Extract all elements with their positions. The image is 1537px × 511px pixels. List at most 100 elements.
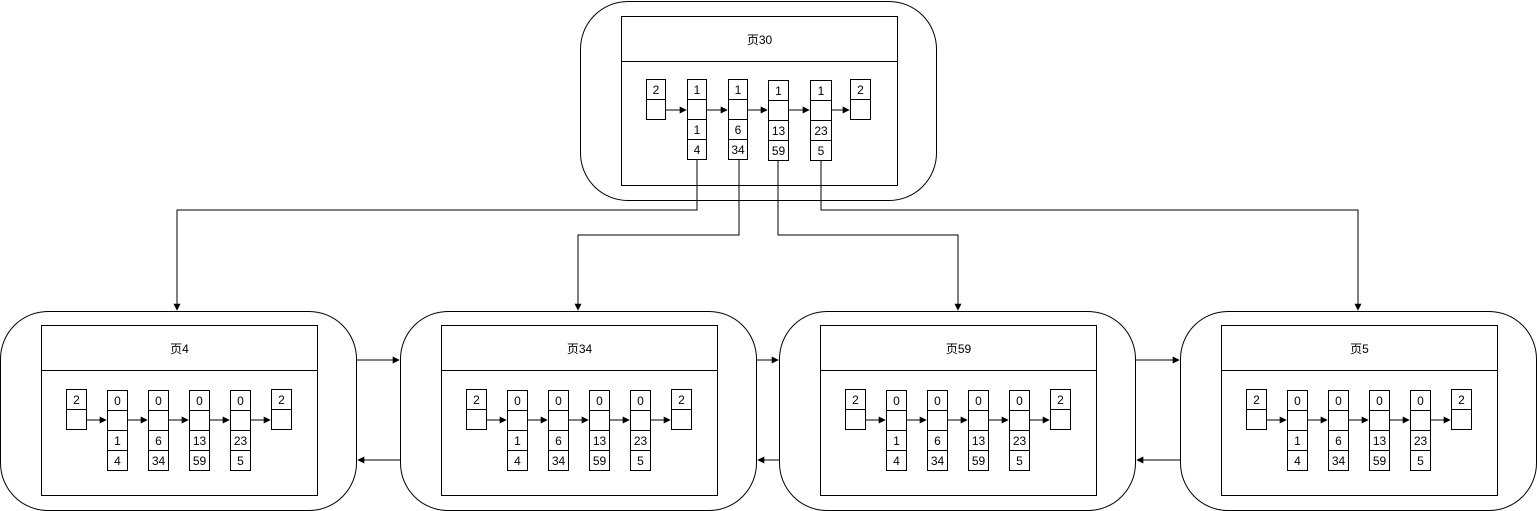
record-header: 0 xyxy=(886,390,907,411)
record-header: 0 xyxy=(1369,390,1390,411)
record-header: 2 xyxy=(845,389,866,410)
record-next-pointer xyxy=(1369,410,1390,431)
record-field-a: 6 xyxy=(1328,430,1349,451)
record-next-pointer xyxy=(148,410,169,431)
record-next-pointer xyxy=(548,410,569,431)
leaf-page: 页59 xyxy=(779,311,1136,511)
record-header: 1 xyxy=(687,79,707,100)
record-header: 2 xyxy=(271,389,292,410)
record-header: 0 xyxy=(1328,390,1349,411)
record-field-b: 59 xyxy=(589,450,610,471)
record-next-pointer xyxy=(1246,409,1267,430)
leaf-page-inner: 页5 xyxy=(1221,325,1498,496)
record-next-pointer xyxy=(1050,409,1071,430)
record-header: 0 xyxy=(630,390,651,411)
record-field-b: 34 xyxy=(548,450,569,471)
record-next-pointer xyxy=(1287,410,1308,431)
record-next-pointer xyxy=(845,409,866,430)
record-field-b: 59 xyxy=(968,450,989,471)
record-header: 1 xyxy=(728,79,748,100)
record-field-b: 4 xyxy=(107,450,128,471)
record-field-a: 1 xyxy=(1287,430,1308,451)
record-field-a: 6 xyxy=(927,430,948,451)
record-min-id: 13 xyxy=(768,120,789,141)
record-next-pointer xyxy=(271,409,292,430)
record-field-a: 6 xyxy=(148,430,169,451)
record-next-pointer xyxy=(1410,410,1431,431)
record-header: 2 xyxy=(1246,389,1267,410)
record-next-pointer xyxy=(630,410,651,431)
leaf-page: 页4 xyxy=(0,311,357,511)
record-min-id: 1 xyxy=(687,119,707,140)
record-page-no: 5 xyxy=(810,140,832,161)
record-header: 0 xyxy=(927,390,948,411)
record-field-a: 1 xyxy=(107,430,128,451)
record-next-pointer xyxy=(968,410,989,431)
leaf-page: 页34 xyxy=(400,311,757,511)
record-next-pointer xyxy=(810,100,832,121)
record-page-no: 34 xyxy=(728,139,748,160)
record-header: 0 xyxy=(107,390,128,411)
record-field-a: 6 xyxy=(548,430,569,451)
record-field-b: 4 xyxy=(1287,450,1308,471)
record-page-no: 4 xyxy=(687,139,707,160)
record-field-a: 13 xyxy=(189,430,210,451)
record-next-pointer xyxy=(850,99,871,120)
record-next-pointer xyxy=(189,410,210,431)
record-next-pointer xyxy=(886,410,907,431)
record-field-a: 13 xyxy=(968,430,989,451)
leaf-page-title: 页59 xyxy=(821,326,1096,371)
record-header: 2 xyxy=(671,389,692,410)
record-min-id: 23 xyxy=(810,120,832,141)
record-field-a: 13 xyxy=(589,430,610,451)
record-field-b: 5 xyxy=(1410,450,1431,471)
record-header: 1 xyxy=(810,80,832,101)
record-field-b: 59 xyxy=(189,450,210,471)
record-field-b: 34 xyxy=(927,450,948,471)
record-field-a: 23 xyxy=(1009,430,1030,451)
record-header: 0 xyxy=(1009,390,1030,411)
record-header: 2 xyxy=(466,389,487,410)
leaf-page-title: 页5 xyxy=(1222,326,1497,371)
record-field-a: 1 xyxy=(507,430,528,451)
record-header: 0 xyxy=(589,390,610,411)
record-header: 0 xyxy=(1410,390,1431,411)
record-header: 1 xyxy=(768,80,789,101)
record-header: 0 xyxy=(1287,390,1308,411)
record-page-no: 59 xyxy=(768,140,789,161)
record-field-b: 5 xyxy=(230,450,251,471)
record-field-b: 5 xyxy=(1009,450,1030,471)
record-next-pointer xyxy=(507,410,528,431)
record-next-pointer xyxy=(646,99,666,120)
record-next-pointer xyxy=(1451,409,1472,430)
record-next-pointer xyxy=(107,410,128,431)
record-header: 0 xyxy=(230,390,251,411)
record-header: 2 xyxy=(66,389,87,410)
record-field-b: 5 xyxy=(630,450,651,471)
record-header: 0 xyxy=(968,390,989,411)
record-header: 0 xyxy=(548,390,569,411)
record-header: 0 xyxy=(148,390,169,411)
leaf-page: 页5 xyxy=(1180,311,1537,511)
record-next-pointer xyxy=(728,99,748,120)
record-next-pointer xyxy=(671,409,692,430)
root-page-title: 页30 xyxy=(622,17,897,62)
record-field-a: 23 xyxy=(1410,430,1431,451)
record-header: 0 xyxy=(507,390,528,411)
record-min-id: 6 xyxy=(728,119,748,140)
leaf-page-title: 页34 xyxy=(442,326,717,371)
record-next-pointer xyxy=(687,99,707,120)
record-next-pointer xyxy=(230,410,251,431)
record-header: 2 xyxy=(646,79,666,100)
root-page: 页30 xyxy=(580,1,937,201)
record-header: 2 xyxy=(1050,389,1071,410)
record-field-a: 23 xyxy=(230,430,251,451)
record-field-b: 4 xyxy=(507,450,528,471)
record-field-a: 23 xyxy=(630,430,651,451)
record-field-b: 59 xyxy=(1369,450,1390,471)
leaf-page-title: 页4 xyxy=(42,326,317,371)
record-header: 0 xyxy=(189,390,210,411)
record-next-pointer xyxy=(1328,410,1349,431)
record-next-pointer xyxy=(466,409,487,430)
record-next-pointer xyxy=(589,410,610,431)
